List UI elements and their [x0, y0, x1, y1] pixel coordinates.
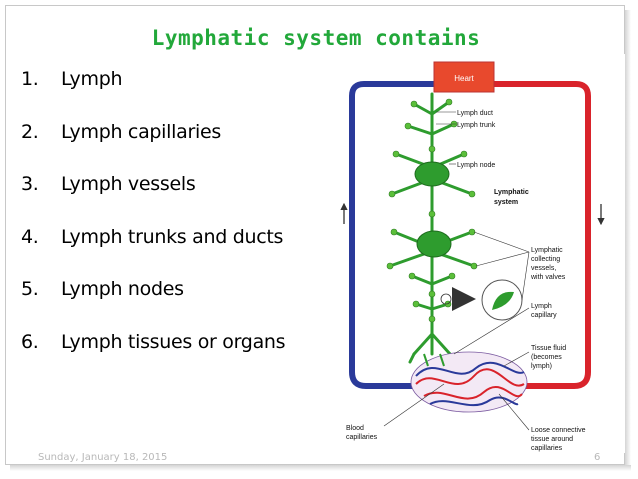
list-number: 4.	[21, 225, 39, 248]
slide: Lymphatic system contains 1. Lymph 2. Lymp…	[5, 5, 625, 465]
list-item: 6. Lymph tissues or organs	[21, 330, 286, 384]
list-item: 4. Lymph trunks and ducts	[21, 226, 285, 279]
label-lymph-node: Lymph node	[457, 162, 495, 169]
label-capillary-2: capillary	[531, 312, 557, 319]
heart-label: Heart	[454, 74, 474, 83]
list-number: 5.	[21, 278, 39, 300]
lymph-nodes	[414, 161, 452, 258]
list-text: Lymph tissues or organs	[61, 330, 286, 353]
list-number: 1.	[21, 68, 39, 90]
label-collecting-2: collecting	[531, 256, 560, 263]
label-collecting-3: vessels,	[531, 265, 556, 272]
content-list: 1. Lymph 2. Lymph capillaries 3. Lymph vess…	[21, 68, 286, 384]
label-system-1: Lymphatic	[494, 189, 529, 196]
list-item: 5. Lymph nodes	[21, 278, 285, 331]
label-tissue-3: lymph)	[531, 363, 552, 370]
list-item: 3. Lymph vessels	[21, 173, 285, 226]
label-leader-lines	[383, 111, 530, 431]
label-collecting-1: Lymphatic	[531, 247, 563, 254]
heart-box: Heart	[433, 61, 495, 93]
vessel-valves	[386, 98, 478, 323]
slide-shadow-right	[625, 10, 631, 468]
lymphatic-diagram-svg: Heart	[324, 54, 625, 453]
list-number: 3.	[21, 173, 39, 195]
label-collecting-4: with valves	[530, 274, 566, 281]
label-system-2: system	[494, 199, 518, 206]
label-tissue-2: (becomes	[531, 354, 562, 361]
label-lymph-duct: Lymph duct	[457, 110, 493, 117]
list-text: Lymph trunks and ducts	[61, 225, 284, 248]
list-text: Lymph	[61, 68, 123, 90]
label-blood-2: capillaries	[346, 434, 378, 441]
slide-title: Lymphatic system contains	[151, 26, 481, 50]
list-item: 2. Lymph capillaries	[21, 121, 285, 174]
flow-arrows	[340, 202, 605, 226]
diagram-labels: Lymph duct Lymph trunk Lymph node Lympha…	[346, 110, 586, 452]
page-number: 6	[594, 452, 601, 463]
capillary-bed	[410, 351, 528, 413]
label-loose-1: Loose connective	[531, 427, 586, 434]
blood-circulation-loop	[349, 81, 591, 389]
list-text: Lymph vessels	[61, 173, 196, 195]
label-loose-2: tissue around	[531, 436, 573, 443]
label-capillary-1: Lymph	[531, 303, 552, 310]
list-text: Lymph nodes	[61, 278, 184, 300]
lymphatic-diagram: Heart	[324, 54, 625, 453]
list-number: 6.	[21, 330, 39, 353]
list-number: 2.	[21, 120, 39, 143]
list-text: Lymph capillaries	[61, 120, 221, 143]
label-tissue-1: Tissue fluid	[531, 345, 566, 352]
label-lymph-trunk: Lymph trunk	[457, 122, 496, 129]
list-item: 1. Lymph	[21, 68, 285, 121]
footer-date: Sunday, January 18, 2015	[38, 452, 168, 463]
slide-shadow-bottom	[10, 465, 631, 471]
label-loose-3: capillaries	[531, 445, 563, 452]
label-blood-1: Blood	[346, 425, 364, 432]
